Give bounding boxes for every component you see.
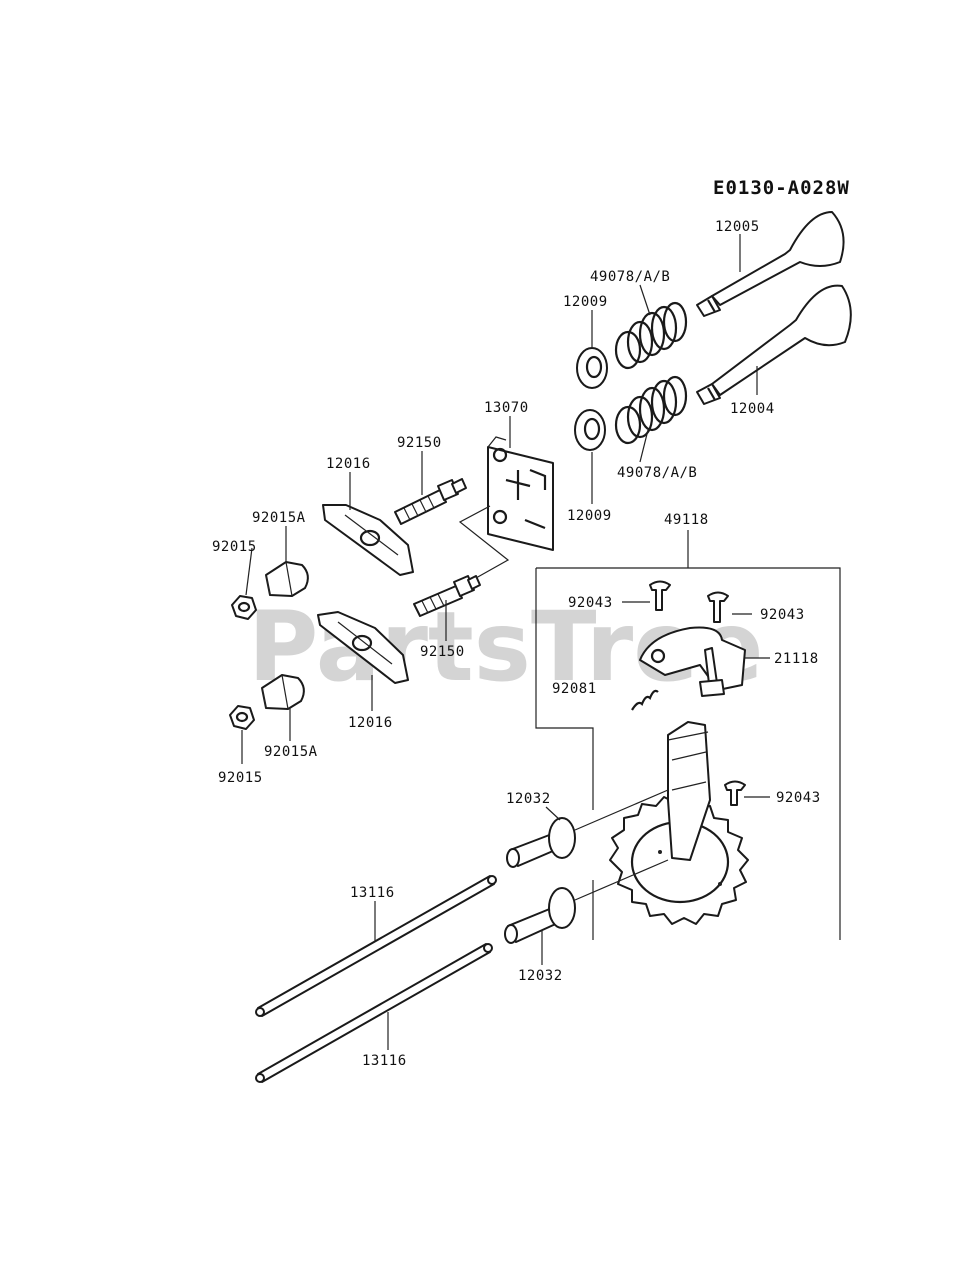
label-49078-top: 49078/A/B xyxy=(590,269,670,285)
assembly-box-49118 xyxy=(535,530,841,940)
label-12009-top: 12009 xyxy=(563,294,608,310)
spring-49078-top xyxy=(614,301,688,370)
stud-92150-top xyxy=(394,478,467,525)
valve-12004 xyxy=(696,284,852,405)
guide-plate-13070 xyxy=(487,436,554,551)
pivot-92015A-top xyxy=(265,561,309,597)
camshaft-gear xyxy=(609,721,749,925)
weight-21118 xyxy=(639,626,746,697)
label-13116-top: 13116 xyxy=(350,885,395,901)
label-12016-top: 12016 xyxy=(326,456,371,472)
push-rod-13116-bottom xyxy=(255,943,493,1083)
label-12009-bottom: 12009 xyxy=(567,508,612,524)
label-12016-bottom: 12016 xyxy=(348,715,393,731)
label-92150-bottom: 92150 xyxy=(420,644,465,660)
label-12005: 12005 xyxy=(715,219,760,235)
label-92015A-bottom: 92015A xyxy=(264,744,318,760)
label-21118: 21118 xyxy=(774,651,819,667)
label-92043-gear: 92043 xyxy=(776,790,821,806)
nut-92015-bottom xyxy=(229,705,255,730)
stud-92150-bottom xyxy=(413,505,510,617)
label-12032-top: 12032 xyxy=(506,791,551,807)
spring-49078-bottom xyxy=(614,375,688,445)
leader-lines xyxy=(241,234,770,1050)
label-92081: 92081 xyxy=(552,681,597,697)
pin-92043-gear xyxy=(724,780,746,806)
diagram-code: E0130-A028W xyxy=(713,177,850,199)
label-12004: 12004 xyxy=(730,401,775,417)
label-12032-bottom: 12032 xyxy=(518,968,563,984)
nut-92015-top xyxy=(231,595,257,620)
label-92043-left: 92043 xyxy=(568,595,613,611)
valve-12005 xyxy=(696,211,845,317)
tappet-12032-bottom xyxy=(504,859,669,944)
rocker-arm-12016-top xyxy=(322,504,414,576)
tappet-12032-top xyxy=(506,789,669,868)
label-13116-bottom: 13116 xyxy=(362,1053,407,1069)
label-49078-bottom: 49078/A/B xyxy=(617,465,697,481)
push-rod-13116-top xyxy=(255,875,497,1017)
retainer-12009-top xyxy=(576,347,608,389)
pivot-92015A-bottom xyxy=(261,674,305,710)
pin-92043-right xyxy=(707,591,729,623)
label-92043-right: 92043 xyxy=(760,607,805,623)
label-92015A-top: 92015A xyxy=(252,510,306,526)
label-13070: 13070 xyxy=(484,400,529,416)
pin-92043-left xyxy=(649,580,671,611)
spring-92081 xyxy=(631,689,659,711)
part-labels: 12005 49078/A/B 12009 12004 13070 92150 … xyxy=(212,219,821,1069)
label-92150-top: 92150 xyxy=(397,435,442,451)
label-92015-top: 92015 xyxy=(212,539,257,555)
rocker-arm-12016-bottom xyxy=(317,611,409,684)
label-49118: 49118 xyxy=(664,512,709,528)
retainer-12009-bottom xyxy=(574,409,606,451)
label-92015-bottom: 92015 xyxy=(218,770,263,786)
